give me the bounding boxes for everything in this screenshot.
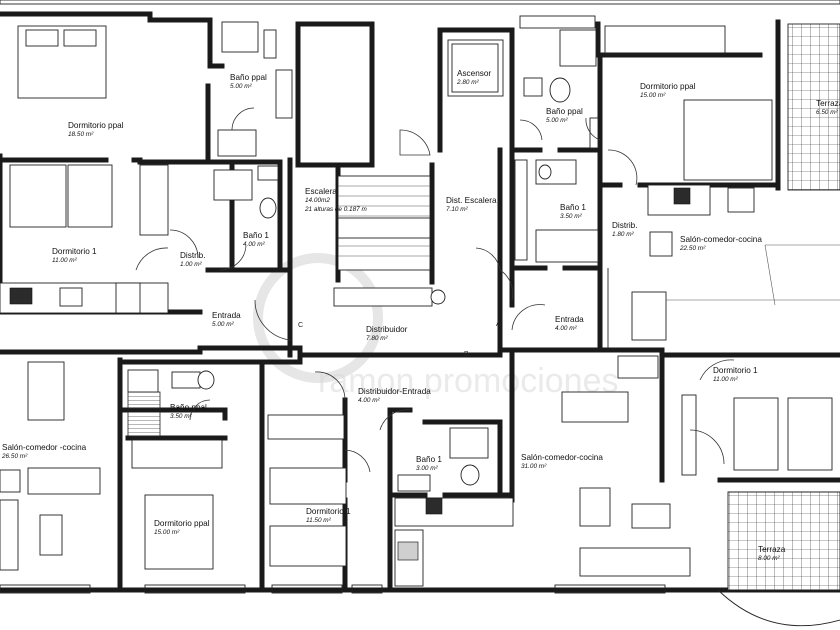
room-name-terraza-se: Terraza [758, 545, 786, 554]
section-marker-c: C [298, 322, 303, 329]
room-name-dormitorio-ppal-nw: Dormitorio ppal [68, 121, 124, 130]
room-name-dist-escalera: Dist. Escalera [446, 196, 497, 205]
room-area-entrada-w: 5.00 m² [212, 321, 235, 328]
room-name-dormitorio-1-w: Dormitorio 1 [52, 247, 97, 256]
room-name-entrada-e: Entrada [555, 315, 584, 324]
room-name-distribuidor: Distribuidor [366, 325, 408, 334]
room-area-terraza-ne: 6.50 m² [816, 109, 839, 116]
room-name-bano-ppal-sw: Baño ppal [170, 403, 207, 412]
room-name-ascensor: Ascensor [457, 69, 491, 78]
room-area-bano-ppal-sw: 3.50 m² [170, 413, 193, 420]
room-area-dormitorio-1-e: 11.00 m² [713, 376, 739, 383]
room-area-dormitorio-ppal-nw: 18.50 m² [68, 131, 94, 138]
walls [0, 11, 840, 593]
room-area-dormitorio-ppal-sw: 15.00 m² [154, 529, 180, 536]
room-area-escalera: 14.00m2 [305, 197, 330, 204]
watermark-logo [253, 253, 383, 383]
room-area-distribuidor-entrada: 4.00 m² [358, 397, 381, 404]
room-area-distrib-e: 1.80 m² [612, 231, 635, 238]
section-marker-a: A [496, 321, 501, 328]
room-name-entrada-w: Entrada [212, 311, 241, 320]
room-area-salon-ne: 22.50 m² [679, 245, 706, 252]
room-name-dormitorio-ppal-ne: Dormitorio ppal [640, 82, 696, 91]
section-markers: A B C [298, 321, 501, 358]
room-area-distrib-w: 1.00 m² [180, 261, 203, 268]
room-area-bano-1-s: 3.00 m² [416, 465, 439, 472]
room-area-salon-s: 31.00 m² [521, 463, 547, 470]
room-name-escalera: Escalera [305, 187, 337, 196]
room-name-bano-1-center: Baño 1 [243, 231, 269, 240]
doors [135, 107, 735, 473]
room-name-salon-ne: Salón-comedor-cocina [680, 235, 762, 244]
fixtures [0, 21, 840, 627]
room-area-dormitorio-1-s: 11.50 m² [306, 517, 332, 524]
room-area-bano-1-ne: 3.50 m² [560, 213, 583, 220]
room-area-salon-sw: 26.50 m² [1, 453, 28, 460]
room-name-bano-1-ne: Baño 1 [560, 203, 586, 212]
section-marker-b: B [464, 351, 469, 358]
room-name-bano-1-s: Baño 1 [416, 455, 442, 464]
room-name-distrib-e: Distrib. [612, 221, 637, 230]
room-note-escalera: 21 alturas de 0.187 m [304, 206, 367, 213]
room-area-bano-1-center: 4.00 m² [243, 241, 266, 248]
room-name-dormitorio-1-s: Dormitorio 1 [306, 507, 351, 516]
room-name-salon-sw: Salón-comedor -cocina [2, 443, 87, 452]
room-area-ascensor: 2.80 m² [456, 79, 480, 86]
room-area-bano-ppal-nw: 5.00 m² [230, 83, 253, 90]
room-area-bano-ppal-ne: 5.00 m² [546, 117, 569, 124]
room-name-bano-ppal-nw: Baño ppal [230, 73, 267, 82]
room-name-distribuidor-entrada: Distribuidor-Entrada [358, 387, 431, 396]
room-area-terraza-se: 8.00 m² [758, 555, 781, 562]
room-name-dormitorio-ppal-sw: Dormitorio ppal [154, 519, 210, 528]
room-area-dist-escalera: 7.10 m² [446, 206, 469, 213]
room-area-distribuidor: 7.80 m² [366, 335, 389, 342]
secondary-lines [0, 0, 840, 594]
room-name-salon-s: Salón-comedor-cocina [521, 453, 603, 462]
room-name-dormitorio-1-e: Dormitorio 1 [713, 366, 758, 375]
room-name-bano-ppal-ne: Baño ppal [546, 107, 583, 116]
room-area-entrada-e: 4.00 m² [555, 325, 578, 332]
room-area-dormitorio-ppal-ne: 15.00 m² [640, 92, 666, 99]
room-name-terraza-ne: Terraza [816, 99, 840, 108]
room-name-distrib-w: Distrib. [180, 251, 205, 260]
room-area-dormitorio-1-w: 11.00 m² [52, 257, 78, 264]
